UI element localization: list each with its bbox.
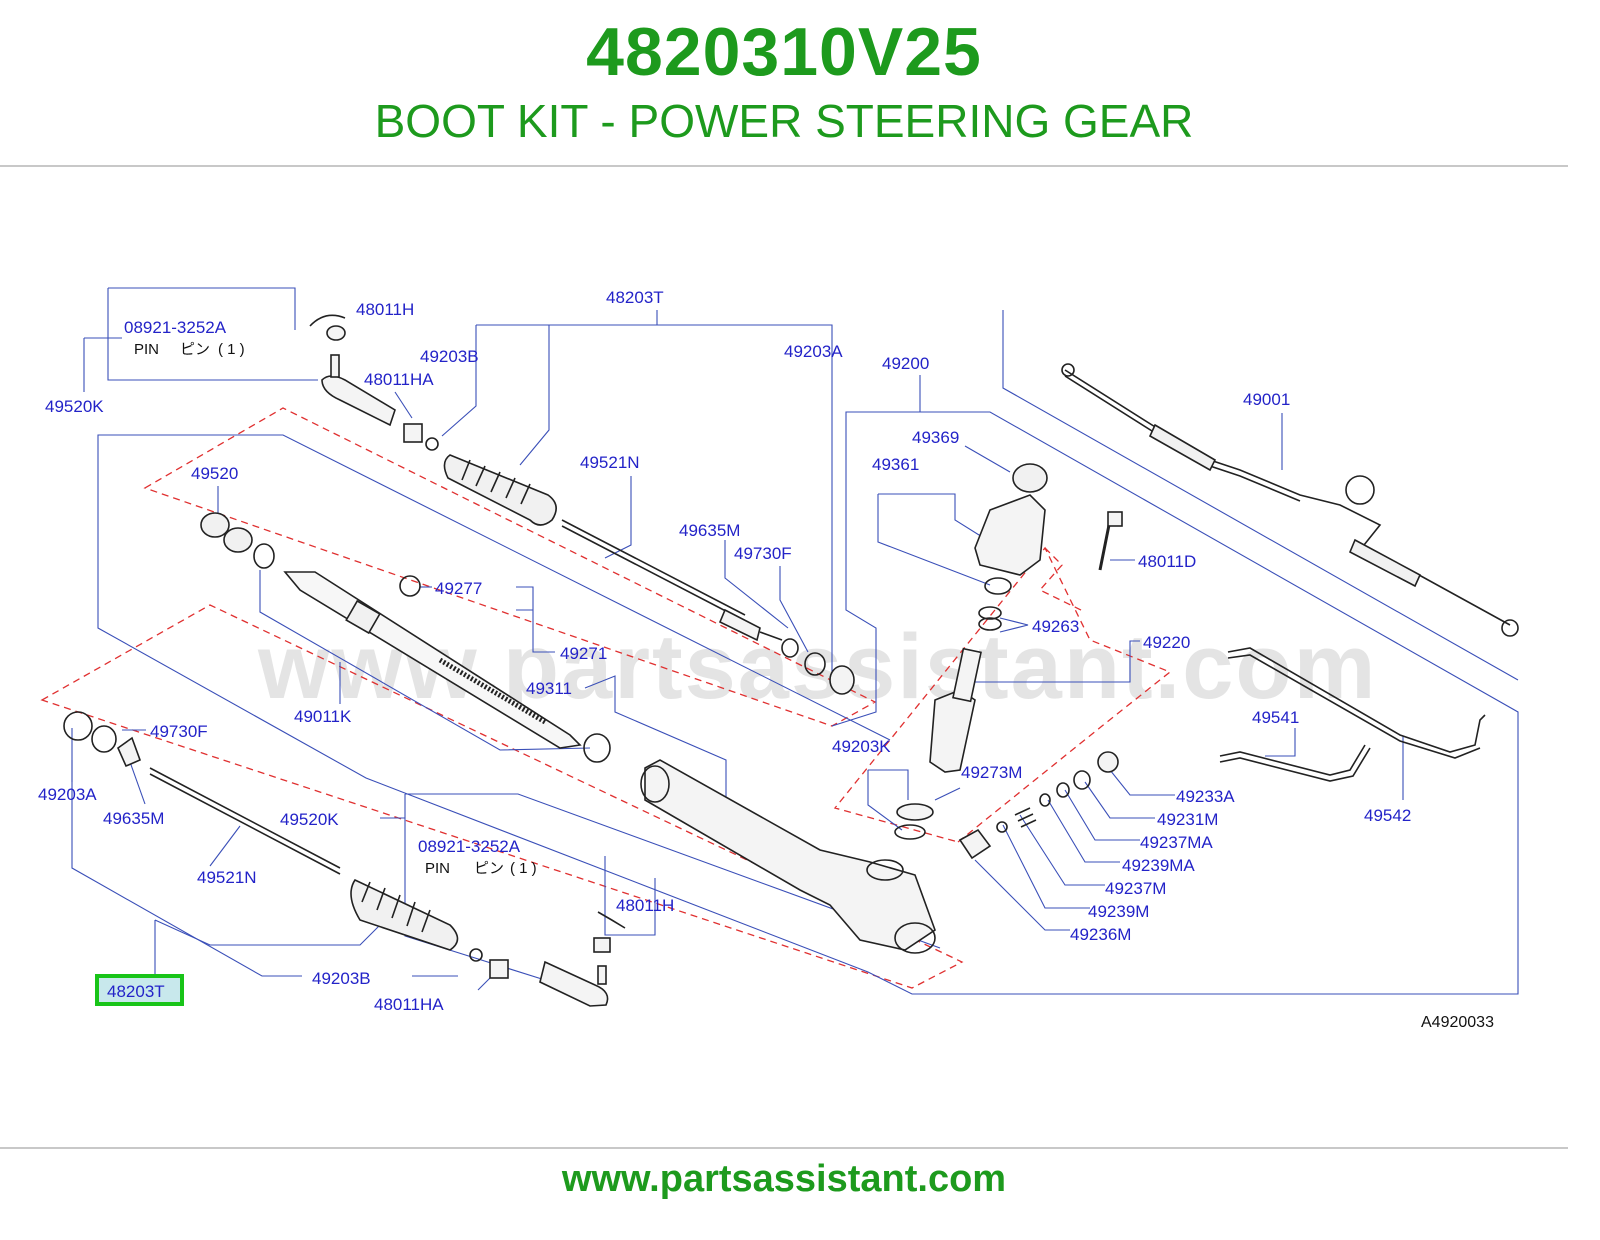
part-drawings [63,314,1519,1007]
label-pin-qty-bot: ( 1 ) [510,860,537,877]
label-49203A-bot: 49203A [38,785,97,804]
gear-housing [644,759,936,951]
label-48011H-top: 48011H [356,300,414,319]
part-labels: 48203T 48011H 08921-3252A PIN ピン ( 1 ) 4… [38,288,1411,1014]
label-48203T-top: 48203T [606,288,664,307]
label-49730F-bot: 49730F [150,722,208,741]
inner-tie-rod-bottom [149,767,341,869]
label-49521N-bot: 49521N [197,868,257,887]
label-08921-top: 08921-3252A [124,318,227,337]
label-49001: 49001 [1243,390,1290,409]
label-49237M: 49237M [1105,879,1166,898]
label-49011K: 49011K [294,707,352,726]
label-49203B-bot: 49203B [312,969,371,988]
label-49239MA: 49239MA [1122,856,1195,875]
page-header: 4820310V25 BOOT KIT - POWER STEERING GEA… [0,0,1568,166]
pipe-49541 [1219,744,1366,776]
boot-top [443,454,557,526]
label-49635M-top: 49635M [679,521,740,540]
highlighted-label: 48203T [107,982,165,1001]
label-49220: 49220 [1143,633,1190,652]
label-48011H-bot: 48011H [616,896,674,915]
leader-lines [71,287,1519,995]
valve-housing [974,494,1046,576]
label-49542: 49542 [1364,806,1411,825]
label-pin-jp-bot: ピン [474,860,504,877]
label-49311: 49311 [526,679,572,698]
pinion-valve [929,689,976,773]
label-49273M: 49273M [961,763,1022,782]
tie-rod-end-bottom [539,960,609,1007]
label-49520K-top: 49520K [45,397,104,416]
label-49233A: 49233A [1176,787,1235,806]
part-title: BOOT KIT - POWER STEERING GEAR [374,95,1194,147]
label-49520K-bot: 49520K [280,810,339,829]
highlighted-part[interactable]: 48203T [95,974,184,1006]
label-08921-bot: 08921-3252A [418,837,521,856]
label-pin-bot: PIN [425,860,450,877]
label-pin-qty-top: ( 1 ) [218,341,245,358]
label-49277: 49277 [435,579,482,598]
label-pin-top: PIN [134,341,159,358]
label-49635M-bot: 49635M [103,809,164,828]
label-48011D: 48011D [1138,552,1196,571]
label-49203B-top: 49203B [420,347,479,366]
part-number: 4820310V25 [586,14,982,90]
valve-group [833,546,1172,843]
valve-group-2 [1038,547,1086,613]
label-49239M: 49239M [1088,902,1149,921]
label-49271: 49271 [560,644,607,663]
tie-rod-end-top [321,375,396,427]
lower-tie-rod-group [40,604,964,989]
label-pin-jp-top: ピン [180,341,210,358]
inner-tie-rod-top [561,519,746,616]
label-49263: 49263 [1032,617,1079,636]
label-49361: 49361 [872,455,919,474]
reference-code: A4920033 [1421,1014,1494,1031]
label-49520: 49520 [191,464,238,483]
dashed-outlines [40,407,1172,989]
upper-tie-rod-group [143,407,877,727]
bolt [1098,519,1112,571]
label-49237MA: 49237MA [1140,833,1213,852]
boot-bottom [350,878,459,951]
label-49231M: 49231M [1157,810,1218,829]
label-48011HA-top: 48011HA [364,370,434,389]
label-49730F-top: 49730F [734,544,792,563]
pipe-49542 [1227,647,1486,753]
header-divider [0,165,1568,167]
label-49541: 49541 [1252,708,1299,727]
label-49203A-top: 49203A [784,342,843,361]
label-49521N-top: 49521N [580,453,640,472]
label-48011HA-bot: 48011HA [374,995,444,1014]
label-49369: 49369 [912,428,959,447]
label-49236M: 49236M [1070,925,1131,944]
footer-url[interactable]: www.partsassistant.com [561,1158,1007,1200]
label-49203K: 49203K [832,737,891,756]
label-49200: 49200 [882,354,929,373]
footer-divider [0,1147,1568,1149]
